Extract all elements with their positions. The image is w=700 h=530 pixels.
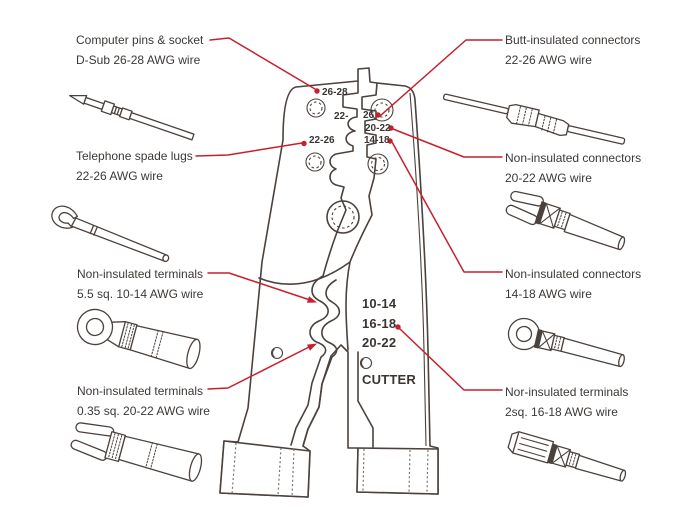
leader-terminals-20-22	[207, 344, 314, 390]
callout-terminals-16-18: Nor-insulated terminals 2sq. 16-18 AWG w…	[505, 382, 628, 422]
callout-connectors-14-18: Non-insulated connectors 14-18 AWG wire	[505, 264, 641, 304]
pivot-bolt	[326, 200, 360, 234]
callout-connectors-20-22: Non-insulated connectors 20-22 AWG wire	[505, 148, 641, 188]
leader-spade-lugs	[195, 142, 303, 157]
callout-line: Non-insulated terminals	[77, 384, 204, 398]
telephone-spade-lug-icon	[51, 205, 170, 263]
quick-disconnect-terminal-icon	[507, 431, 627, 482]
callout-line: 5.5 sq. 10-14 AWG wire	[77, 287, 204, 301]
jaw-marking-22-26: 22-26	[309, 135, 335, 146]
cutter-strip-edge	[357, 351, 374, 448]
body-marking-cutter: CUTTER	[362, 372, 416, 387]
right-jaw-teeth-edge	[345, 82, 378, 351]
body-marking-16-18: 16-18	[362, 316, 397, 331]
callout-line: Non-insulated connectors	[505, 151, 642, 165]
callout-line: Telephone spade lugs	[76, 149, 193, 163]
body-marking-20-22: 20-22	[362, 335, 397, 350]
crimping-tool-drawing	[219, 67, 439, 498]
body-marking-10-14: 10-14	[362, 296, 397, 311]
butt-connector-icon	[442, 93, 626, 145]
leader-terminals-10-14	[207, 272, 314, 302]
right-side-face-line	[409, 92, 427, 447]
jaw-marking-20-22: 20-22	[365, 123, 391, 134]
left-handle-grip	[219, 440, 311, 498]
callout-terminals-10-14: Non-insulated terminals 5.5 sq. 10-14 AW…	[77, 264, 203, 304]
callout-butt-connectors: Butt-insulated connectors 22-26 AWG wire	[505, 30, 640, 70]
crimp-wave-profile	[302, 279, 341, 447]
callout-line: 2sq. 16-18 AWG wire	[505, 405, 618, 419]
callout-line: Non-insulated terminals	[77, 267, 204, 281]
jaw-screws	[305, 98, 394, 175]
callout-computer-pins: Computer pins & socket D-Sub 26-28 AWG w…	[76, 30, 203, 70]
front-plate-bottom-edge	[258, 261, 351, 286]
leader-connectors-14-18	[391, 141, 503, 273]
callout-telephone-spade-lugs: Telephone spade lugs 22-26 AWG wire	[76, 146, 193, 186]
tool-silhouette	[219, 67, 439, 498]
callout-line: 0.35 sq. 20-22 AWG wire	[77, 404, 210, 418]
callout-line: Butt-insulated connectors	[505, 33, 641, 47]
leader-terminals-16-18	[399, 328, 503, 391]
jaw-marking-22: 22-	[334, 111, 349, 122]
computer-pin-icon	[69, 94, 195, 141]
leader-butt-connectors	[379, 39, 503, 117]
jaw-marking-14-18: 14-18	[364, 135, 390, 146]
leader-connectors-20-22	[392, 128, 503, 158]
ring-terminal-small-icon	[507, 317, 625, 368]
body-rivets	[270, 346, 373, 370]
callout-terminals-20-22: Non-insulated terminals 0.35 sq. 20-22 A…	[77, 381, 210, 421]
leader-lines	[195, 37, 503, 391]
callout-line: D-Sub 26-28 AWG wire	[76, 53, 201, 67]
ring-terminal-large-icon	[76, 308, 201, 370]
callout-line: 22-26 AWG wire	[505, 53, 592, 67]
callout-line: 20-22 AWG wire	[505, 171, 592, 185]
callout-line: 22-26 AWG wire	[76, 169, 163, 183]
jaw-marking-26-28: 26-28	[322, 87, 348, 98]
callout-line: Non-insulated connectors	[505, 267, 642, 281]
callout-line: Computer pins & socket	[76, 33, 204, 47]
leader-computer-pins	[209, 37, 316, 90]
callout-line: 14-18 AWG wire	[505, 287, 592, 301]
left-jaw-teeth-edge	[290, 80, 359, 446]
callout-line: Nor-insulated terminals	[505, 385, 629, 399]
fork-terminal-icon	[70, 422, 203, 482]
right-handle-grip	[356, 447, 439, 495]
fork-spade-terminal-icon	[505, 190, 626, 251]
jaw-marking-26: 26	[363, 110, 375, 121]
